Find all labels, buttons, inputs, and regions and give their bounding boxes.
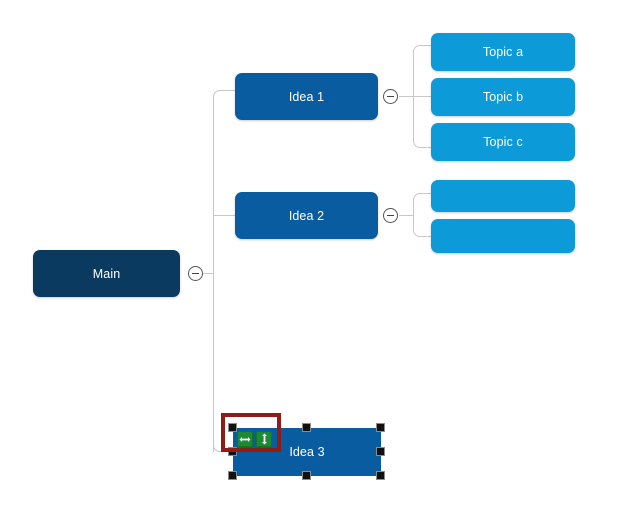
node-idea-1-label: Idea 1 [288,89,325,104]
connector-idea-1 [213,90,235,104]
toggle-main[interactable] [188,266,203,281]
highlight-rectangle [221,413,281,452]
connector-idea2-stub [399,215,413,216]
connector-topic-c [413,134,431,148]
node-idea-2[interactable]: Idea 2 [235,192,378,239]
selection-handle-top-left[interactable] [228,423,237,432]
selection-handle-bottom-right[interactable] [376,471,385,480]
node-topic-b-label: Topic b [482,90,524,104]
node-topic-c-label: Topic c [483,135,523,149]
selection-handle-top-center[interactable] [302,423,311,432]
toggle-idea-1[interactable] [383,89,398,104]
node-idea-3-label: Idea 3 [289,445,325,459]
connector-idea1-stub [399,96,413,97]
node-topic-b[interactable]: Topic b [431,78,575,116]
connector-idea2-child-2-stub [420,236,432,237]
connector-topic-a [413,45,431,59]
resize-vertical-badge[interactable] [256,431,272,447]
connector-root-trunk [213,97,214,452]
connector-topic-b [413,96,432,97]
node-topic-c[interactable]: Topic c [431,123,575,161]
node-main-label: Main [92,266,121,281]
connector-idea2-child-1 [413,193,431,207]
node-idea-1[interactable]: Idea 1 [235,73,378,120]
connector-idea2-child-1-stub [420,193,432,194]
selection-handle-bottom-center[interactable] [302,471,311,480]
connector-idea-1-stub [220,90,236,91]
selection-handle-middle-right[interactable] [376,447,385,456]
toggle-idea-2[interactable] [383,208,398,223]
node-idea2-child-1[interactable] [431,180,575,212]
connector-idea2-trunk [413,200,414,230]
selection-handle-bottom-left[interactable] [228,471,237,480]
node-main[interactable]: Main [33,250,180,297]
node-topic-a[interactable]: Topic a [431,33,575,71]
connector-root-stub [203,273,214,274]
connector-topic-a-stub [420,45,432,46]
arrows-left-right-icon [239,436,251,442]
connector-idea2-child-2 [413,223,431,237]
node-topic-a-label: Topic a [482,45,524,59]
arrows-up-down-icon [261,433,267,445]
selection-handle-top-right[interactable] [376,423,385,432]
connector-idea-2 [213,215,236,216]
node-idea-2-label: Idea 2 [288,208,325,223]
connector-topic-c-stub [420,147,432,148]
node-idea2-child-2[interactable] [431,219,575,253]
resize-horizontal-badge[interactable] [237,431,253,447]
